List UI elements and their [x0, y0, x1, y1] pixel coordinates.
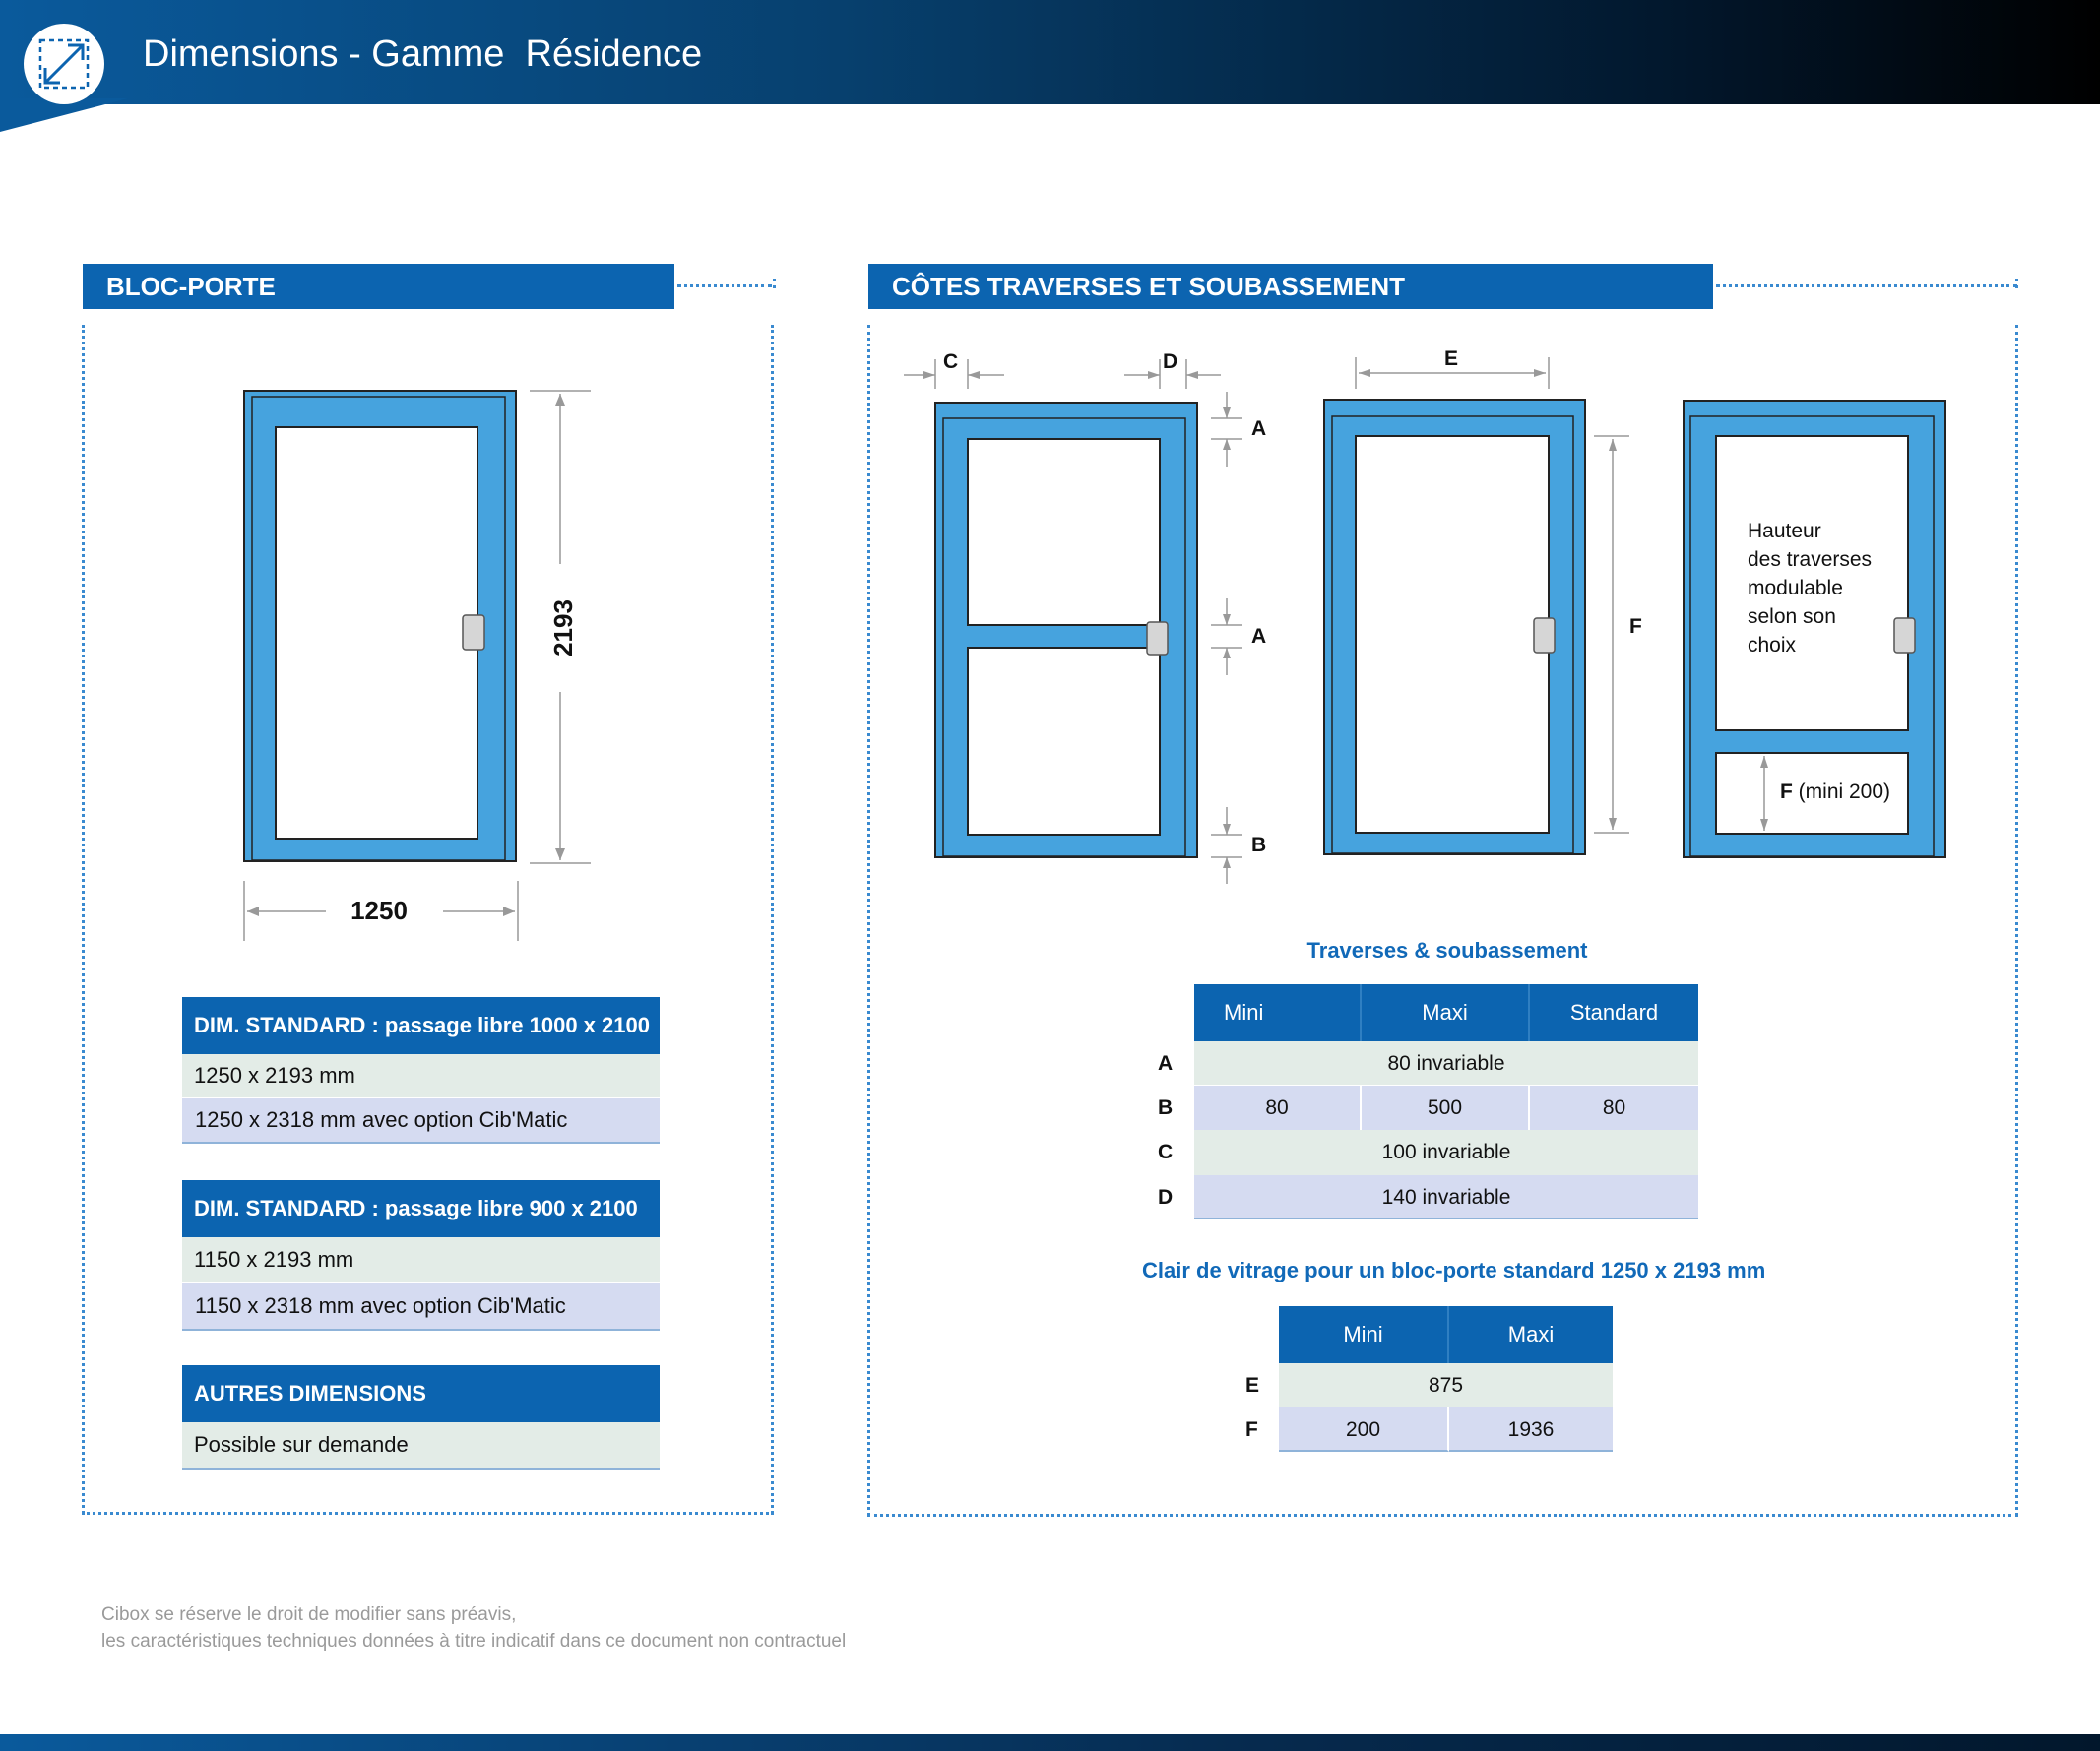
row-label: F: [1245, 1417, 1258, 1441]
dotted-border: [771, 325, 774, 1514]
disclaimer-line: les caractéristiques techniques données …: [101, 1631, 847, 1652]
dotted-border: [2015, 325, 2018, 1516]
label-c: C: [943, 350, 959, 373]
label-d: D: [1163, 350, 1178, 373]
table-header: DIM. STANDARD : passage libre 1000 x 210…: [182, 997, 660, 1054]
column-header: Standard: [1569, 1000, 1659, 1025]
dotted-border: [867, 1514, 2018, 1517]
table-cell: 80: [1194, 1086, 1362, 1130]
row-label: E: [1245, 1373, 1260, 1397]
column-header: Maxi: [1507, 1322, 1555, 1346]
table-row: Possible sur demande: [182, 1422, 660, 1470]
label-a-mid: A: [1251, 625, 1267, 648]
f-note-letter: F: [1780, 781, 1793, 803]
column-header: Mini: [1194, 984, 1362, 1041]
dimension-width-label: 1250: [350, 896, 408, 925]
dim-table-900: DIM. STANDARD : passage libre 900 x 2100…: [182, 1180, 660, 1331]
note-line: des traverses: [1748, 548, 1873, 571]
row-label: C: [1158, 1141, 1174, 1163]
vitrage-table: Mini Maxi E 875 F 200 1936: [1235, 1306, 1613, 1452]
table-row: B 80 500 80: [1145, 1086, 1698, 1130]
label-b: B: [1251, 834, 1267, 856]
table-caption-traverses: Traverses & soubassement: [1306, 938, 1588, 963]
note-line: Hauteur: [1748, 520, 1821, 542]
disclaimer-note: Cibox se réserve le droit de modifier sa…: [101, 1601, 846, 1655]
table-row: D 140 invariable: [1145, 1175, 1698, 1219]
table-row: 1150 x 2318 mm avec option Cib'Matic: [182, 1283, 660, 1331]
door-diagram-traverses: [904, 359, 1242, 884]
traverses-table: Mini Maxi Standard A 80 invariable B 80 …: [1145, 984, 1698, 1219]
dotted-border: [677, 284, 772, 287]
disclaimer-line: Cibox se réserve le droit de modifier sa…: [101, 1604, 517, 1625]
table-row: C 100 invariable: [1145, 1130, 1698, 1175]
table-cell: 500: [1362, 1086, 1530, 1130]
header-bar: [0, 0, 2100, 104]
column-header: Mini: [1279, 1306, 1449, 1363]
row-label: D: [1158, 1185, 1174, 1209]
label-e: E: [1444, 347, 1459, 370]
dotted-border: [773, 279, 776, 288]
section-title-cotes: CÔTES TRAVERSES ET SOUBASSEMENT: [868, 264, 1713, 309]
table-cell: 1936: [1449, 1407, 1613, 1452]
note-line: modulable: [1748, 577, 1843, 599]
table-cell: 140 invariable: [1194, 1175, 1698, 1219]
table-caption-vitrage: Clair de vitrage pour un bloc-porte stan…: [1142, 1258, 1766, 1282]
table-cell: 200: [1279, 1407, 1449, 1452]
dimension-height-label: 2193: [547, 591, 579, 665]
dimension-height-text: 2193: [548, 599, 578, 657]
section-title-bloc-porte: BLOC-PORTE: [83, 264, 674, 309]
door-diagram-bloc-porte: [243, 390, 591, 941]
f-mini-note: F (mini 200): [1780, 781, 1890, 804]
note-line: selon son: [1748, 605, 1836, 628]
row-label: B: [1158, 1095, 1174, 1119]
dim-table-1000: DIM. STANDARD : passage libre 1000 x 210…: [182, 997, 660, 1144]
label-f: F: [1629, 615, 1642, 638]
dotted-border: [867, 325, 870, 1516]
page-title: Dimensions - Gamme Résidence: [143, 33, 703, 75]
table-header: AUTRES DIMENSIONS: [182, 1365, 660, 1422]
table-row: A 80 invariable: [1145, 1041, 1698, 1086]
table-row: 1250 x 2193 mm: [182, 1054, 660, 1098]
traverse-height-note: Hauteur des traverses modulable selon so…: [1748, 517, 1872, 659]
table-row: 1150 x 2193 mm: [182, 1237, 660, 1283]
column-header: Maxi: [1362, 984, 1530, 1041]
table-row: F 200 1936: [1235, 1407, 1613, 1452]
dotted-border: [82, 325, 85, 1514]
logo-badge: [24, 24, 104, 104]
dim-table-autres: AUTRES DIMENSIONS Possible sur demande: [182, 1365, 660, 1470]
dotted-border: [1716, 284, 2017, 287]
table-cell: 875: [1279, 1363, 1613, 1407]
label-a-top: A: [1251, 417, 1267, 440]
table-row: 1250 x 2318 mm avec option Cib'Matic: [182, 1098, 660, 1144]
dotted-border: [2015, 279, 2018, 288]
table-cell: 100 invariable: [1194, 1130, 1698, 1175]
row-label: A: [1158, 1051, 1174, 1075]
door-diagram-vitrage: [1323, 357, 1629, 855]
resize-arrows-icon: [38, 38, 90, 90]
footer-bar: [0, 1734, 2100, 1751]
door-diagram-soubassement: [1683, 400, 1946, 858]
note-line: choix: [1748, 634, 1797, 657]
table-cell: 80: [1530, 1086, 1698, 1130]
table-header: DIM. STANDARD : passage libre 900 x 2100: [182, 1180, 660, 1237]
f-note-text: (mini 200): [1792, 781, 1891, 803]
dotted-border: [82, 1512, 774, 1515]
table-row: E 875: [1235, 1363, 1613, 1407]
table-cell: 80 invariable: [1194, 1041, 1698, 1086]
